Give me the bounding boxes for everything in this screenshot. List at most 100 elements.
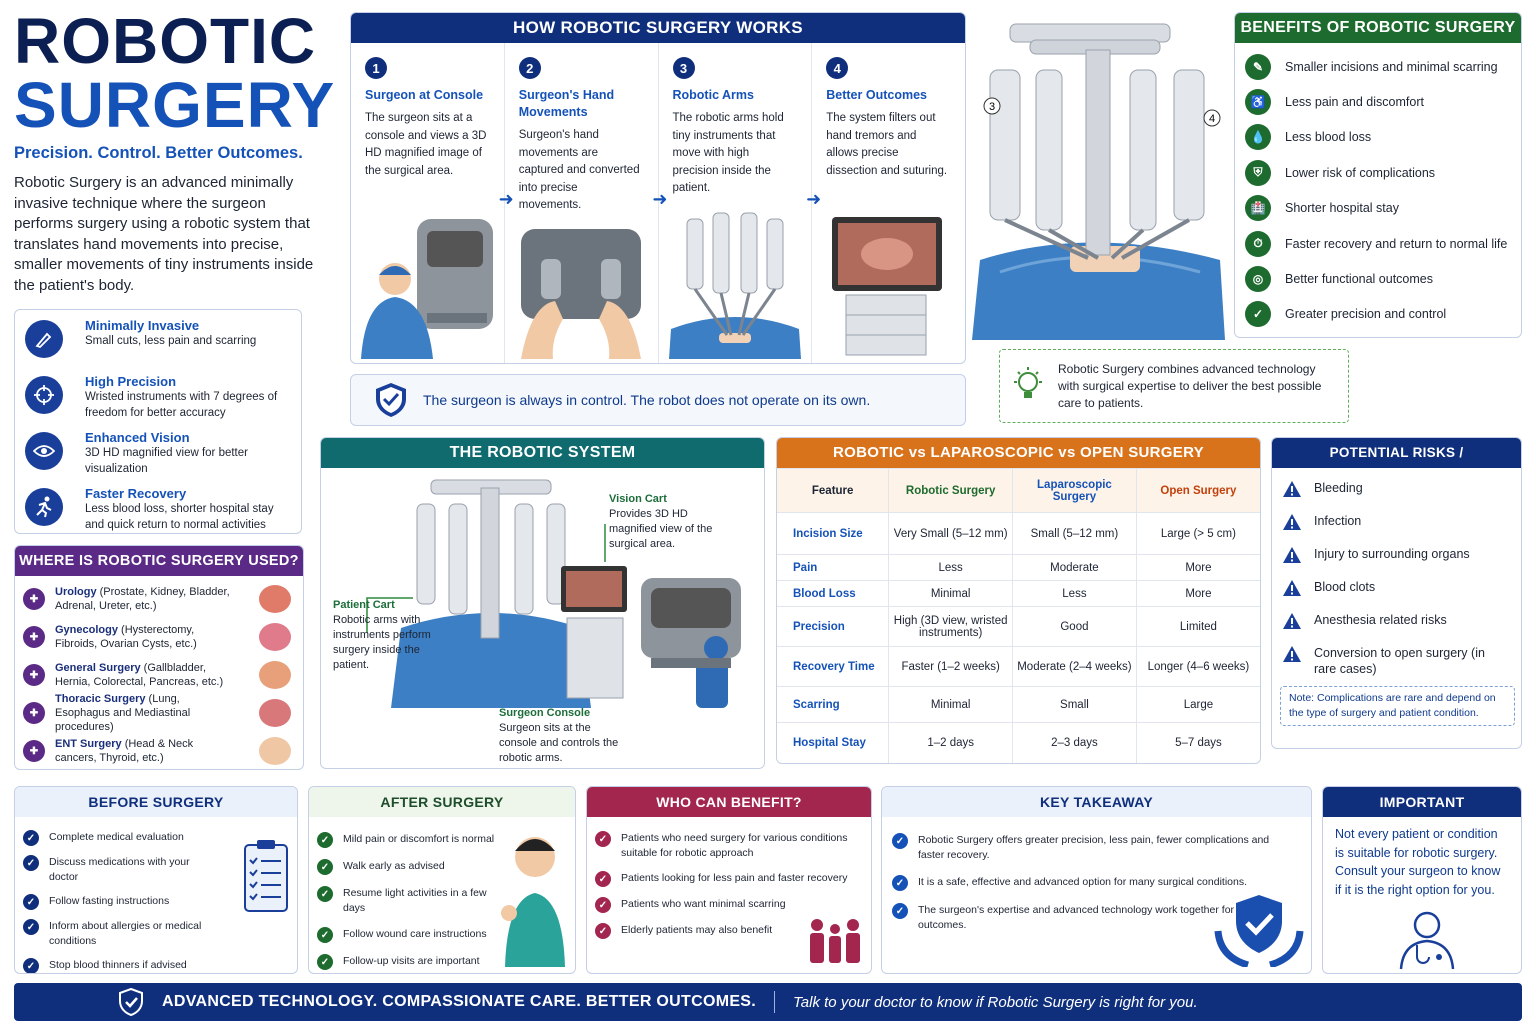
organ-illustration-icon: [255, 620, 295, 654]
organ-badge-icon: ✚: [23, 664, 45, 686]
step-desc: The system filters out hand tremors and …: [826, 112, 948, 177]
check-circle-icon: ✓: [23, 855, 39, 871]
benefit-text: Faster recovery and return to normal lif…: [1285, 236, 1508, 251]
use-item: ✚General Surgery (Gallbladder, Hernia, C…: [23, 656, 295, 694]
risk-item: Infection: [1282, 507, 1511, 540]
list-item-text: Mild pain or discomfort is normal: [343, 833, 495, 845]
step-title: Surgeon's Hand Movements: [518, 88, 615, 119]
list-item: ✓Mild pain or discomfort is normal: [317, 832, 501, 848]
step-number-badge: 3: [672, 57, 695, 79]
risk-item: Conversion to open surgery (in rare case…: [1282, 639, 1511, 683]
clipboard-icon: [243, 839, 289, 913]
benefit-text: Shorter hospital stay: [1285, 201, 1399, 216]
feature-desc: 3D HD magnified view for better visualiz…: [85, 447, 248, 475]
list-item: ✓Patients looking for less pain and fast…: [595, 871, 855, 887]
list-item-text: Complete medical evaluation: [49, 831, 184, 843]
use-name: ENT Surgery: [55, 738, 122, 750]
use-name: Urology: [55, 586, 97, 598]
scalpel-icon: ✎: [1245, 53, 1271, 80]
compare-value-cell: More: [1135, 554, 1260, 581]
list-item: ✓Robotic Surgery offers greater precisio…: [892, 833, 1282, 863]
step-title: Robotic Arms: [672, 88, 755, 102]
risk-item: Injury to surrounding organs: [1282, 540, 1511, 573]
list-item-text: Walk early as advised: [343, 860, 445, 872]
who-panel: WHO CAN BENEFIT? ✓Patients who need surg…: [586, 786, 872, 974]
system-illustration: [366, 479, 741, 708]
risk-item: Blood clots: [1282, 573, 1511, 606]
list-item-text: Patients who need surgery for various co…: [621, 832, 848, 859]
organ-illustration-icon: [255, 658, 295, 692]
robot-illustration: 3 4: [970, 10, 1228, 340]
risk-text: Blood clots: [1314, 580, 1376, 594]
benefit-item: ◎Better functional outcomes: [1245, 261, 1511, 296]
warning-triangle-icon: [1282, 546, 1302, 564]
list-item: ✓Follow fasting instructions: [23, 894, 217, 910]
compare-feature-cell: Recovery Time: [777, 646, 889, 687]
important-header: IMPORTANT: [1323, 787, 1521, 817]
compare-value-cell: Minimal: [888, 580, 1013, 607]
compare-value-cell: 2–3 days: [1012, 722, 1137, 763]
use-item: ✚Urology (Prostate, Kidney, Bladder, Adr…: [23, 580, 295, 618]
benefit-item: ✎ Smaller incisions and minimal scarring: [1245, 49, 1511, 84]
compare-value-cell: More: [1135, 580, 1260, 607]
arrow-right-icon: ➜: [806, 189, 822, 209]
warning-triangle-icon: [1282, 513, 1302, 531]
check-circle-icon: ✓: [317, 886, 333, 902]
footer-shield-icon: [118, 988, 144, 1016]
benefit-item: ♿Less pain and discomfort: [1245, 84, 1511, 119]
list-item: ✓Patients who need surgery for various c…: [595, 831, 855, 861]
list-item-text: Stop blood thinners if advised: [49, 959, 187, 971]
benefit-item: ⛨Lower risk of complications: [1245, 155, 1511, 190]
important-panel: IMPORTANT Not every patient or condition…: [1322, 786, 1522, 974]
title-line-2: SURGERY: [14, 69, 336, 141]
use-name: General Surgery: [55, 662, 141, 674]
list-item: ✓Elderly patients may also benefit: [595, 923, 855, 939]
how-header: HOW ROBOTIC SURGERY WORKS: [351, 13, 965, 43]
risk-text: Injury to surrounding organs: [1314, 547, 1470, 561]
feature-title: Enhanced Vision: [85, 430, 190, 445]
step-illustration: [818, 209, 958, 359]
compare-value-cell: 5–7 days: [1135, 722, 1260, 763]
eye-icon: [25, 432, 63, 470]
compare-value-cell: Less: [888, 554, 1013, 581]
list-item: ✓Follow-up visits are important: [317, 954, 501, 970]
target-icon: ◎: [1245, 266, 1271, 293]
compare-value-cell: Faster (1–2 weeks): [888, 646, 1013, 687]
risk-text: Infection: [1314, 514, 1362, 528]
risks-panel: POTENTIAL RISKS / COMPLICATIONS Bleeding…: [1271, 437, 1522, 749]
patient-thumbs-up-icon: [499, 827, 569, 967]
footer-slogan: ADVANCED TECHNOLOGY. COMPASSIONATE CARE.…: [162, 993, 757, 1010]
benefit-text: Smaller incisions and minimal scarring: [1285, 59, 1498, 74]
organ-badge-icon: ✚: [23, 588, 45, 610]
list-item: ✓It is a safe, effective and advanced op…: [892, 875, 1282, 891]
benefit-text: Less pain and discomfort: [1285, 95, 1424, 110]
list-item: ✓ Resume light activities in a few days: [317, 886, 501, 916]
benefits-header: BENEFITS OF ROBOTIC SURGERY: [1235, 13, 1521, 43]
step-title: Surgeon at Console: [365, 88, 484, 102]
robot-arm-label-4: 4: [1209, 113, 1215, 125]
step-illustration: [511, 209, 651, 359]
footer-bar: ADVANCED TECHNOLOGY. COMPASSIONATE CARE.…: [14, 983, 1522, 1021]
warning-triangle-icon: [1282, 612, 1302, 630]
console-label: Surgeon Console Surgeon sits at the cons…: [499, 706, 619, 766]
list-item: ✓Complete medical evaluation: [23, 830, 217, 846]
step-desc: The robotic arms hold tiny instruments t…: [672, 112, 784, 194]
before-panel: BEFORE SURGERY ✓Complete medical evaluat…: [14, 786, 298, 974]
scalpel-icon: [25, 320, 63, 358]
title-line-1: ROBOTIC: [14, 5, 317, 77]
organ-illustration-icon: [255, 734, 295, 768]
system-header: THE ROBOTIC SYSTEM: [321, 438, 764, 468]
tagline: Precision. Control. Better Outcomes.: [14, 144, 303, 162]
compare-feature-cell: Scarring: [777, 686, 889, 723]
list-item: ✓Follow wound care instructions: [317, 927, 501, 943]
use-detail: (Lung, Esophagus and Mediastinal procedu…: [55, 693, 191, 733]
list-item-text: Resume light activities in a few days: [343, 887, 487, 914]
compare-header: ROBOTIC vs LAPAROSCOPIC vs OPEN SURGERY: [777, 438, 1260, 468]
